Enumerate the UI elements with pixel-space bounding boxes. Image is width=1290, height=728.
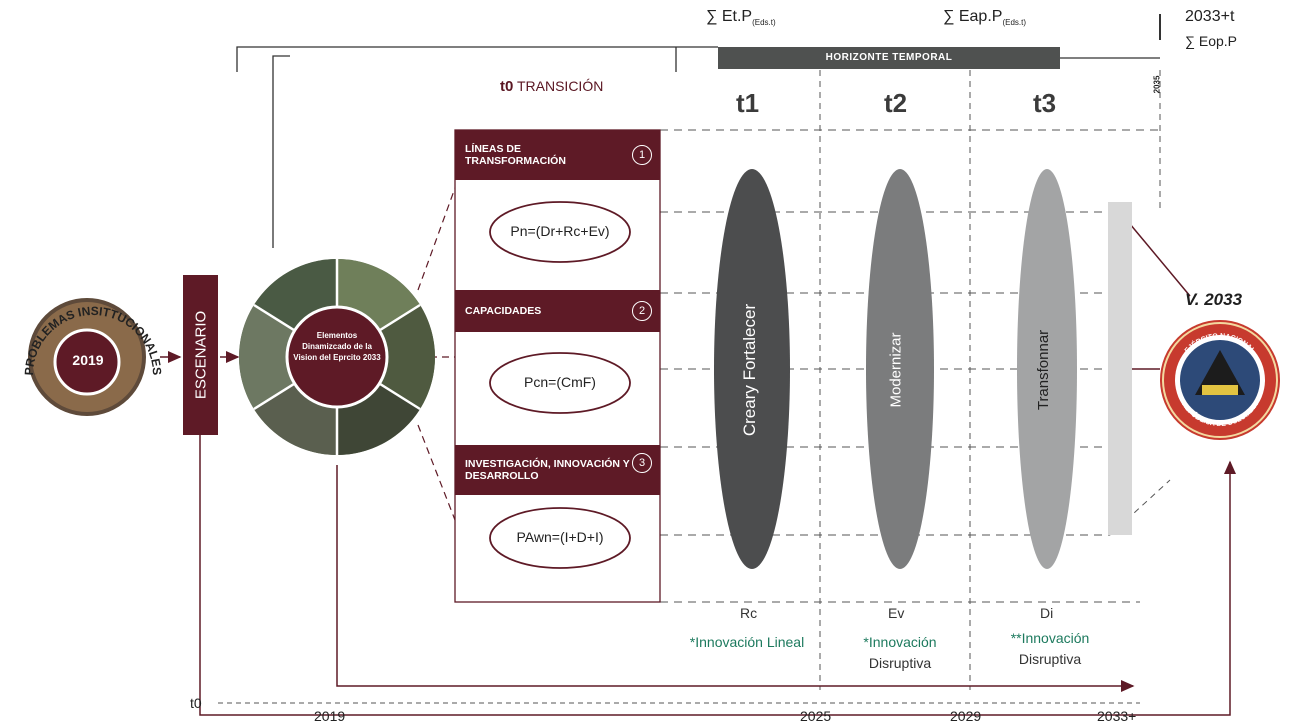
phase-t1: t1 [736, 88, 760, 118]
army-seal: EJÉRCITO NACIONAL REPÚBLICA DE COLOMBIA [1180, 333, 1260, 428]
vision-label: V. 2033 [1185, 290, 1243, 309]
innovation-t1: *Innovación Lineal [689, 634, 805, 650]
formula-pawn: PAwn=(I+D+I) [516, 529, 604, 545]
lens-t3 [1017, 169, 1077, 569]
lens-t3-label-wrap: Transfonnar [947, 330, 1147, 410]
lens-t2-label: Modernizar [888, 332, 905, 408]
horizonte-temporal-bar: HORIZONTE TEMPORAL [718, 47, 1060, 69]
phase-t2: t2 [884, 88, 908, 118]
escenario-box: ESCENARIO [183, 275, 218, 435]
year-2019-badge: 2019 [72, 352, 104, 368]
number-2-badge: 2 [632, 301, 652, 321]
lens-t1-label: Creary Fortalecer [739, 303, 759, 437]
innovation-t2: *Innovación Disruptiva [863, 634, 937, 671]
svg-text:REPÚBLICA DE COLOMBIA: REPÚBLICA DE COLOMBIA [1180, 401, 1260, 428]
innovation-t3: **Innovación Disruptiva [1010, 630, 1090, 667]
box-lineas-transformacion: LÍNEAS DE TRANSFORMACIÓN 1 [455, 130, 660, 180]
abbrev-ev: Ev [888, 605, 905, 621]
formula-pn: Pn=(Dr+Rc+Ev) [510, 223, 610, 239]
problemas-arc-text: PROBLEMAS INSITTUCIONALES [22, 304, 164, 376]
box-capacidades: CAPACIDADES 2 [455, 290, 660, 332]
center-circle-text: Elementos Dinamizcado de la Vision del E… [293, 331, 381, 362]
number-3-badge: 3 [632, 453, 652, 473]
transition-label: t0 TRANSICIÓN [500, 78, 604, 95]
sum-eap-label: ∑ Eap.P(Eds.t) [943, 8, 1026, 28]
number-1-badge: 1 [632, 145, 652, 165]
timeline-t0: t0 [190, 695, 202, 711]
abbrev-di: Di [1040, 605, 1054, 621]
box-investigacion: INVESTIGACIÓN, INNOVACIÓN Y DESARROLLO 3 [455, 445, 660, 495]
phase-t3: t3 [1033, 88, 1057, 118]
formula-pcn: Pcn=(CmF) [524, 374, 596, 390]
sum-eop-label: ∑ Eop.P [1185, 33, 1238, 49]
lens-t1 [714, 169, 790, 569]
abbrev-rc: Rc [740, 605, 758, 621]
timeline-2029: 2029 [950, 708, 982, 724]
timeline-2025: 2025 [800, 708, 832, 724]
sum-et-label: ∑ Et.P(Eds.t) [706, 8, 776, 28]
timeline-2033plus: 2033+ [1097, 708, 1137, 724]
right-top-label: 2033+t [1185, 8, 1235, 25]
lens-t3-label: Transfonnar [1034, 329, 1052, 411]
year-2035-vertical: 2035 [1152, 75, 1162, 94]
svg-text:EJÉRCITO NACIONAL: EJÉRCITO NACIONAL [1184, 333, 1257, 355]
timeline-2019: 2019 [314, 708, 346, 724]
lens-t2 [866, 169, 934, 569]
